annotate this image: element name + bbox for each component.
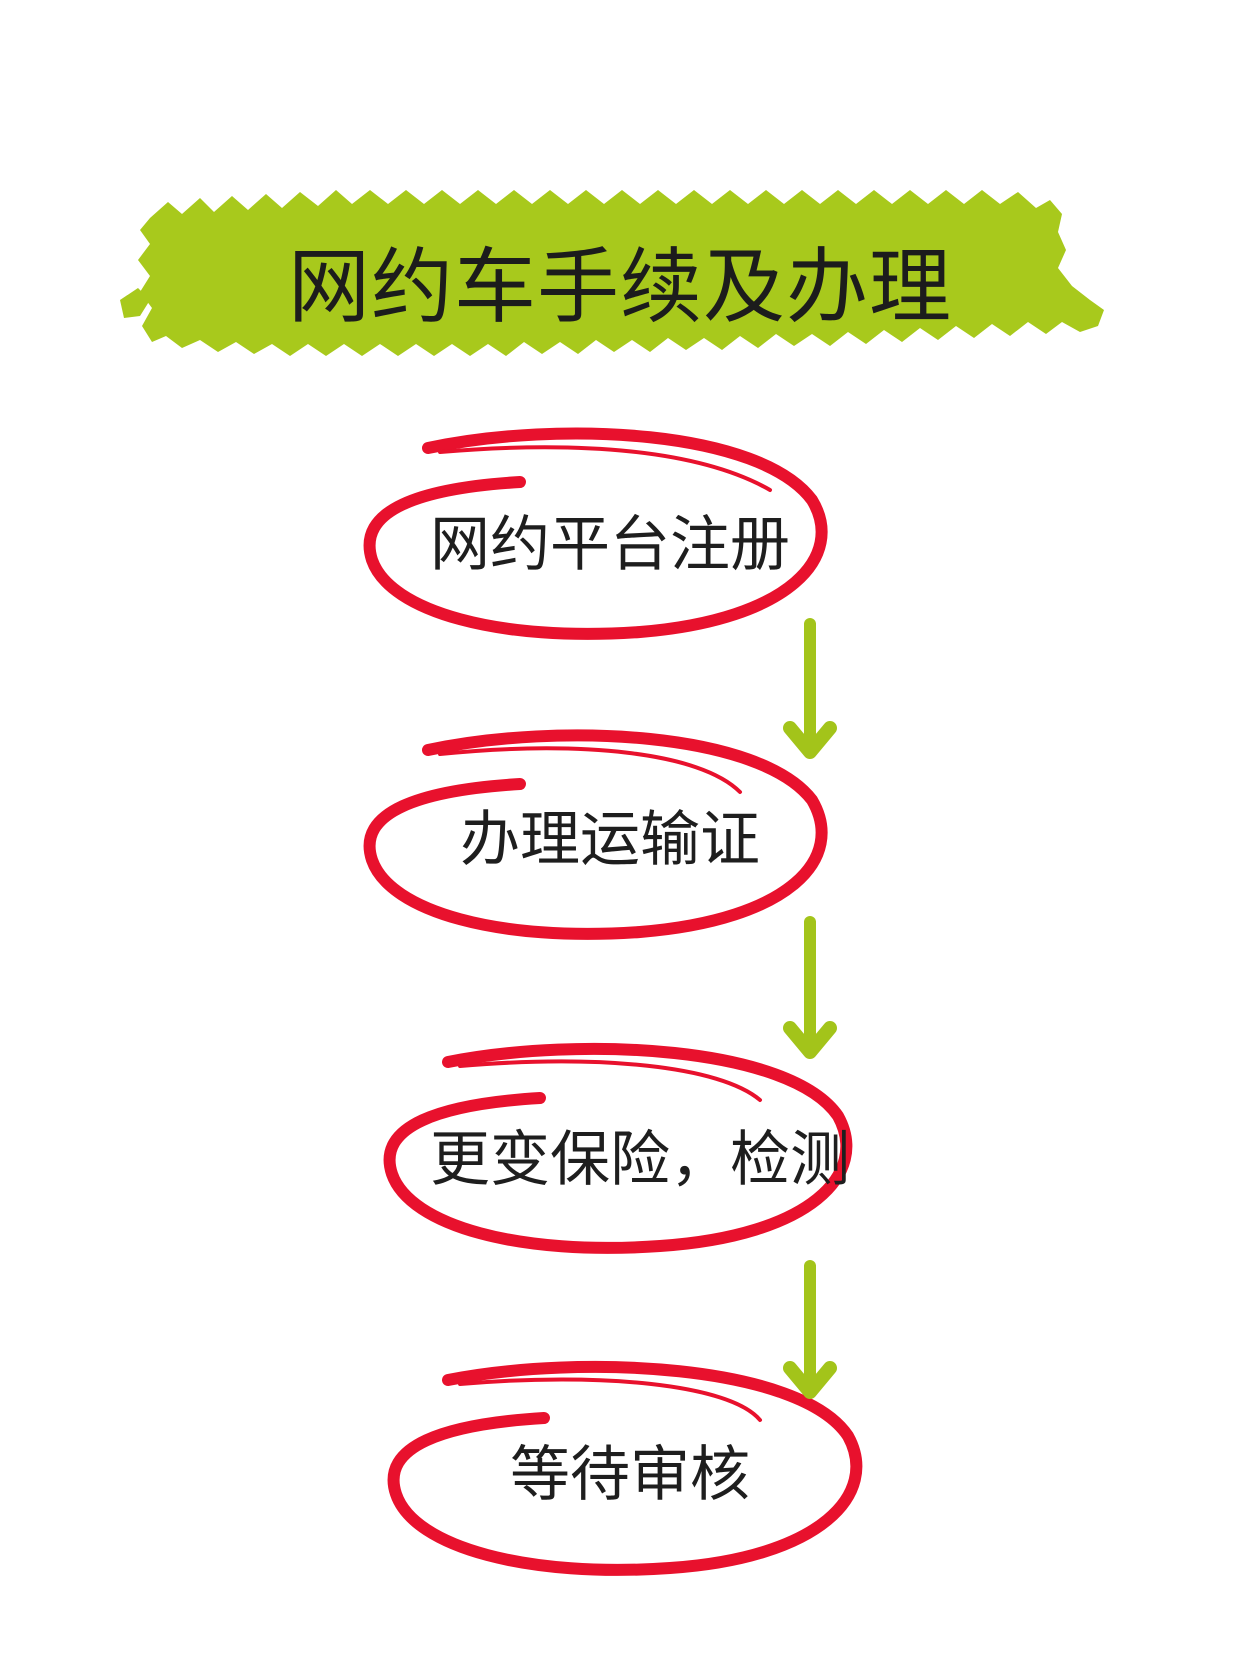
- step-2-circle-inner: [438, 746, 742, 794]
- step-1-circle: [363, 427, 828, 640]
- step-label-4: 等待审核: [510, 1440, 750, 1510]
- step-2-circle: [363, 729, 828, 940]
- step-4-circle: [387, 1360, 863, 1576]
- title-brush-highlight: [120, 190, 1104, 356]
- step-label-3: 更变保险，检测: [430, 1125, 850, 1195]
- step-4-circle-inner: [458, 1377, 762, 1422]
- arrow-down-icon: [783, 1260, 837, 1399]
- page-title: 网约车手续及办理: [287, 240, 952, 335]
- arrow-down-icon: [783, 618, 837, 759]
- flow-arrows: [783, 618, 837, 1399]
- arrow-down-icon: [783, 916, 837, 1059]
- step-circles: [363, 427, 863, 1576]
- step-label-1: 网约平台注册: [430, 510, 790, 580]
- step-1-circle-inner: [438, 445, 772, 492]
- step-3-circle: [383, 1042, 853, 1254]
- step-3-circle-inner: [458, 1059, 762, 1102]
- step-label-2: 办理运输证: [460, 805, 760, 875]
